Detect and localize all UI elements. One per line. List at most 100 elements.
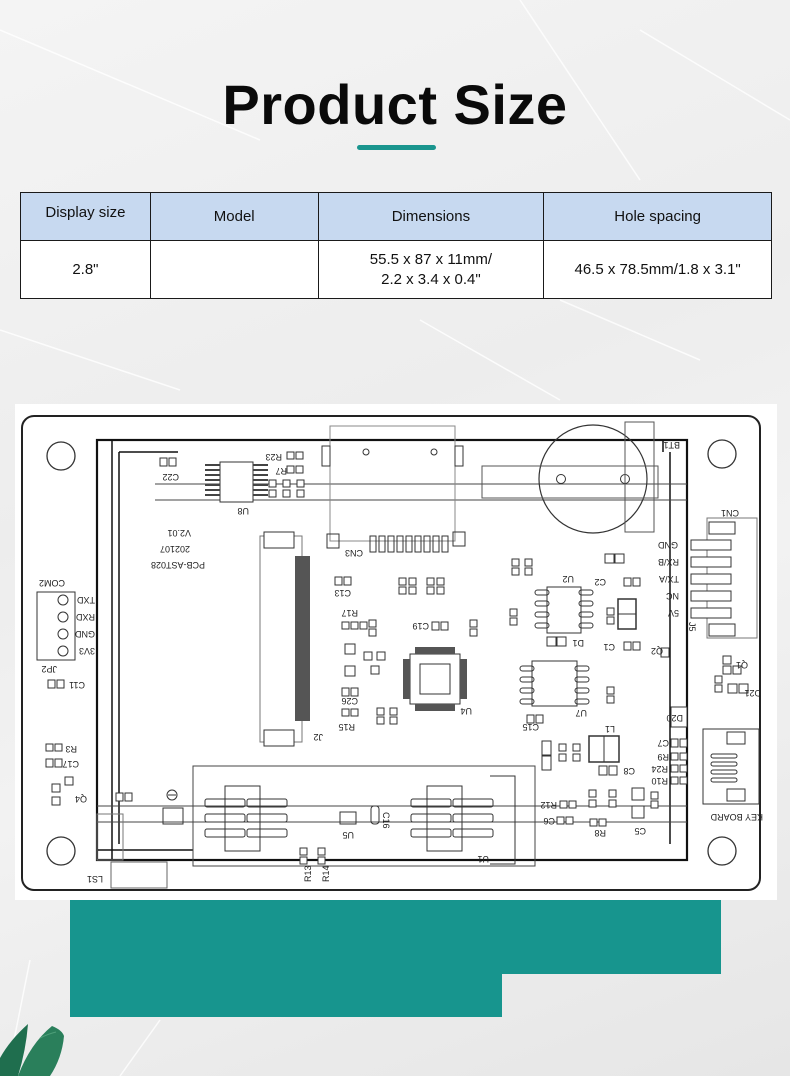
svg-text:R9: R9 xyxy=(657,752,669,762)
dimensions-metric: 55.5 x 87 x 11mm/ xyxy=(369,250,493,268)
svg-text:R17: R17 xyxy=(341,608,358,618)
header-model: Model xyxy=(149,192,319,241)
svg-text:C17: C17 xyxy=(62,759,79,769)
chip-u4 xyxy=(409,653,461,705)
svg-text:R13: R13 xyxy=(303,865,313,882)
svg-text:U5: U5 xyxy=(342,830,354,840)
keyboard-label: KEY BOARD xyxy=(710,812,763,822)
svg-text:Q4: Q4 xyxy=(75,794,87,804)
svg-text:C8: C8 xyxy=(623,766,635,776)
svg-text:C19: C19 xyxy=(412,621,429,631)
mounting-hole xyxy=(707,439,737,469)
header-dimensions: Dimensions xyxy=(317,192,545,241)
svg-text:U2: U2 xyxy=(562,574,574,584)
lcd-frame xyxy=(95,438,689,862)
cell-dimensions: 55.5 x 87 x 11mm/ 2.2 x 3.4 x 0.4" xyxy=(317,240,545,299)
mounting-hole xyxy=(46,441,76,471)
svg-text:C5: C5 xyxy=(634,826,646,836)
svg-text:R7: R7 xyxy=(275,466,287,476)
power-module-outline xyxy=(192,765,536,867)
header-display-size: Display size xyxy=(20,192,151,241)
cell-display-size: 2.8" xyxy=(20,240,151,299)
svg-text:D20: D20 xyxy=(666,713,683,723)
mounting-hole xyxy=(707,836,737,866)
svg-text:LS1: LS1 xyxy=(87,874,103,884)
page-title: Product Size xyxy=(222,73,568,136)
header-hole-spacing: Hole spacing xyxy=(543,192,772,241)
component-labels: C22 R23 R7 C13 R17 C19 C26 R15 C2 C1 D1 … xyxy=(62,452,761,838)
svg-text:U7: U7 xyxy=(575,708,587,718)
spec-table: Display size Model Dimensions Hole spaci… xyxy=(20,192,772,299)
smd-components xyxy=(45,451,749,827)
silkscreen-board-id: PCB-AST028 xyxy=(151,560,205,570)
cell-hole-spacing: 46.5 x 78.5mm/1.8 x 3.1" xyxy=(543,240,772,299)
svg-text:L1: L1 xyxy=(605,724,615,734)
svg-text:C13: C13 xyxy=(334,588,351,598)
svg-text:R14: R14 xyxy=(321,865,331,882)
dimensions-imperial: 2.2 x 3.4 x 0.4" xyxy=(381,270,481,288)
cn1-pin-nc: NC xyxy=(666,591,679,601)
leaf-decoration-icon xyxy=(0,1024,64,1076)
cell-model xyxy=(149,240,319,299)
svg-text:C26: C26 xyxy=(341,696,358,706)
svg-text:R15: R15 xyxy=(338,722,355,732)
svg-text:Q1: Q1 xyxy=(736,660,748,670)
svg-text:R3: R3 xyxy=(65,744,77,754)
ground-symbol-icon xyxy=(166,789,178,801)
chip-u2 xyxy=(534,586,594,634)
cn1-label: CN1 xyxy=(721,508,739,518)
svg-text:C16: C16 xyxy=(381,812,391,829)
cn1-pin-txa: TX/A xyxy=(659,574,679,584)
svg-text:R10: R10 xyxy=(651,776,668,786)
svg-text:C6: C6 xyxy=(543,816,555,826)
svg-text:C1: C1 xyxy=(603,642,615,652)
svg-text:J2: J2 xyxy=(313,732,323,742)
footer-banner-top xyxy=(70,900,721,974)
chip-u1 xyxy=(410,775,516,865)
pcb-drawing: CN3 BT1 U8 V2.01 202107 PCB-AST028 J2 U4 xyxy=(21,415,763,891)
svg-text:C15: C15 xyxy=(522,722,539,732)
com2-pin-gnd: GND xyxy=(75,629,96,639)
silkscreen-date: 202107 xyxy=(160,544,190,554)
svg-text:C7: C7 xyxy=(657,738,669,748)
mounting-hole xyxy=(46,836,76,866)
svg-text:R12: R12 xyxy=(540,800,557,810)
table-row: 2.8" 55.5 x 87 x 11mm/ 2.2 x 3.4 x 0.4" … xyxy=(20,240,772,299)
svg-text:U1: U1 xyxy=(477,854,489,864)
svg-text:Q2: Q2 xyxy=(651,646,663,656)
svg-text:CN3: CN3 xyxy=(345,548,363,558)
svg-text:C22: C22 xyxy=(162,472,179,482)
svg-text:U8: U8 xyxy=(237,506,249,516)
svg-text:R8: R8 xyxy=(594,828,606,838)
cn1-pin-rxb: RX/B xyxy=(658,557,679,567)
header-display-size-label: Display size xyxy=(45,204,126,221)
spec-table-header-row: Display size Model Dimensions Hole spaci… xyxy=(20,192,772,241)
chip-u8 xyxy=(219,461,254,503)
com2-header xyxy=(36,591,76,661)
chip-u7 xyxy=(519,660,590,707)
pcb-diagram: CN3 BT1 U8 V2.01 202107 PCB-AST028 J2 U4 xyxy=(15,404,777,900)
svg-text:C2: C2 xyxy=(594,577,606,587)
sd-card-slot-outline xyxy=(329,425,456,542)
com2-pin-3v3: 3V3 xyxy=(79,646,95,656)
silkscreen-version: V2.01 xyxy=(167,528,191,538)
svg-text:C11: C11 xyxy=(69,680,85,690)
footer-banner-bottom xyxy=(70,974,502,1017)
com2-pin-txd: TXD xyxy=(76,595,95,605)
chip-u3-bottom-left xyxy=(204,785,288,852)
coin-battery xyxy=(538,424,648,534)
cn1-pin-5v: 5V xyxy=(668,608,679,618)
svg-text:R24: R24 xyxy=(651,764,668,774)
title-underline xyxy=(357,145,436,150)
jp2-label: JP2 xyxy=(41,664,57,674)
svg-text:D21: D21 xyxy=(744,688,761,698)
keyboard-connector xyxy=(702,728,760,805)
com2-label: COM2 xyxy=(39,578,65,588)
svg-text:BT1: BT1 xyxy=(663,440,680,450)
j5-label: J5 xyxy=(687,622,697,632)
board-outline xyxy=(21,415,761,891)
svg-text:U4: U4 xyxy=(460,706,472,716)
com2-pin-rxd: RXD xyxy=(75,612,95,622)
svg-text:D1: D1 xyxy=(572,638,584,648)
cn3-pins xyxy=(326,531,466,553)
